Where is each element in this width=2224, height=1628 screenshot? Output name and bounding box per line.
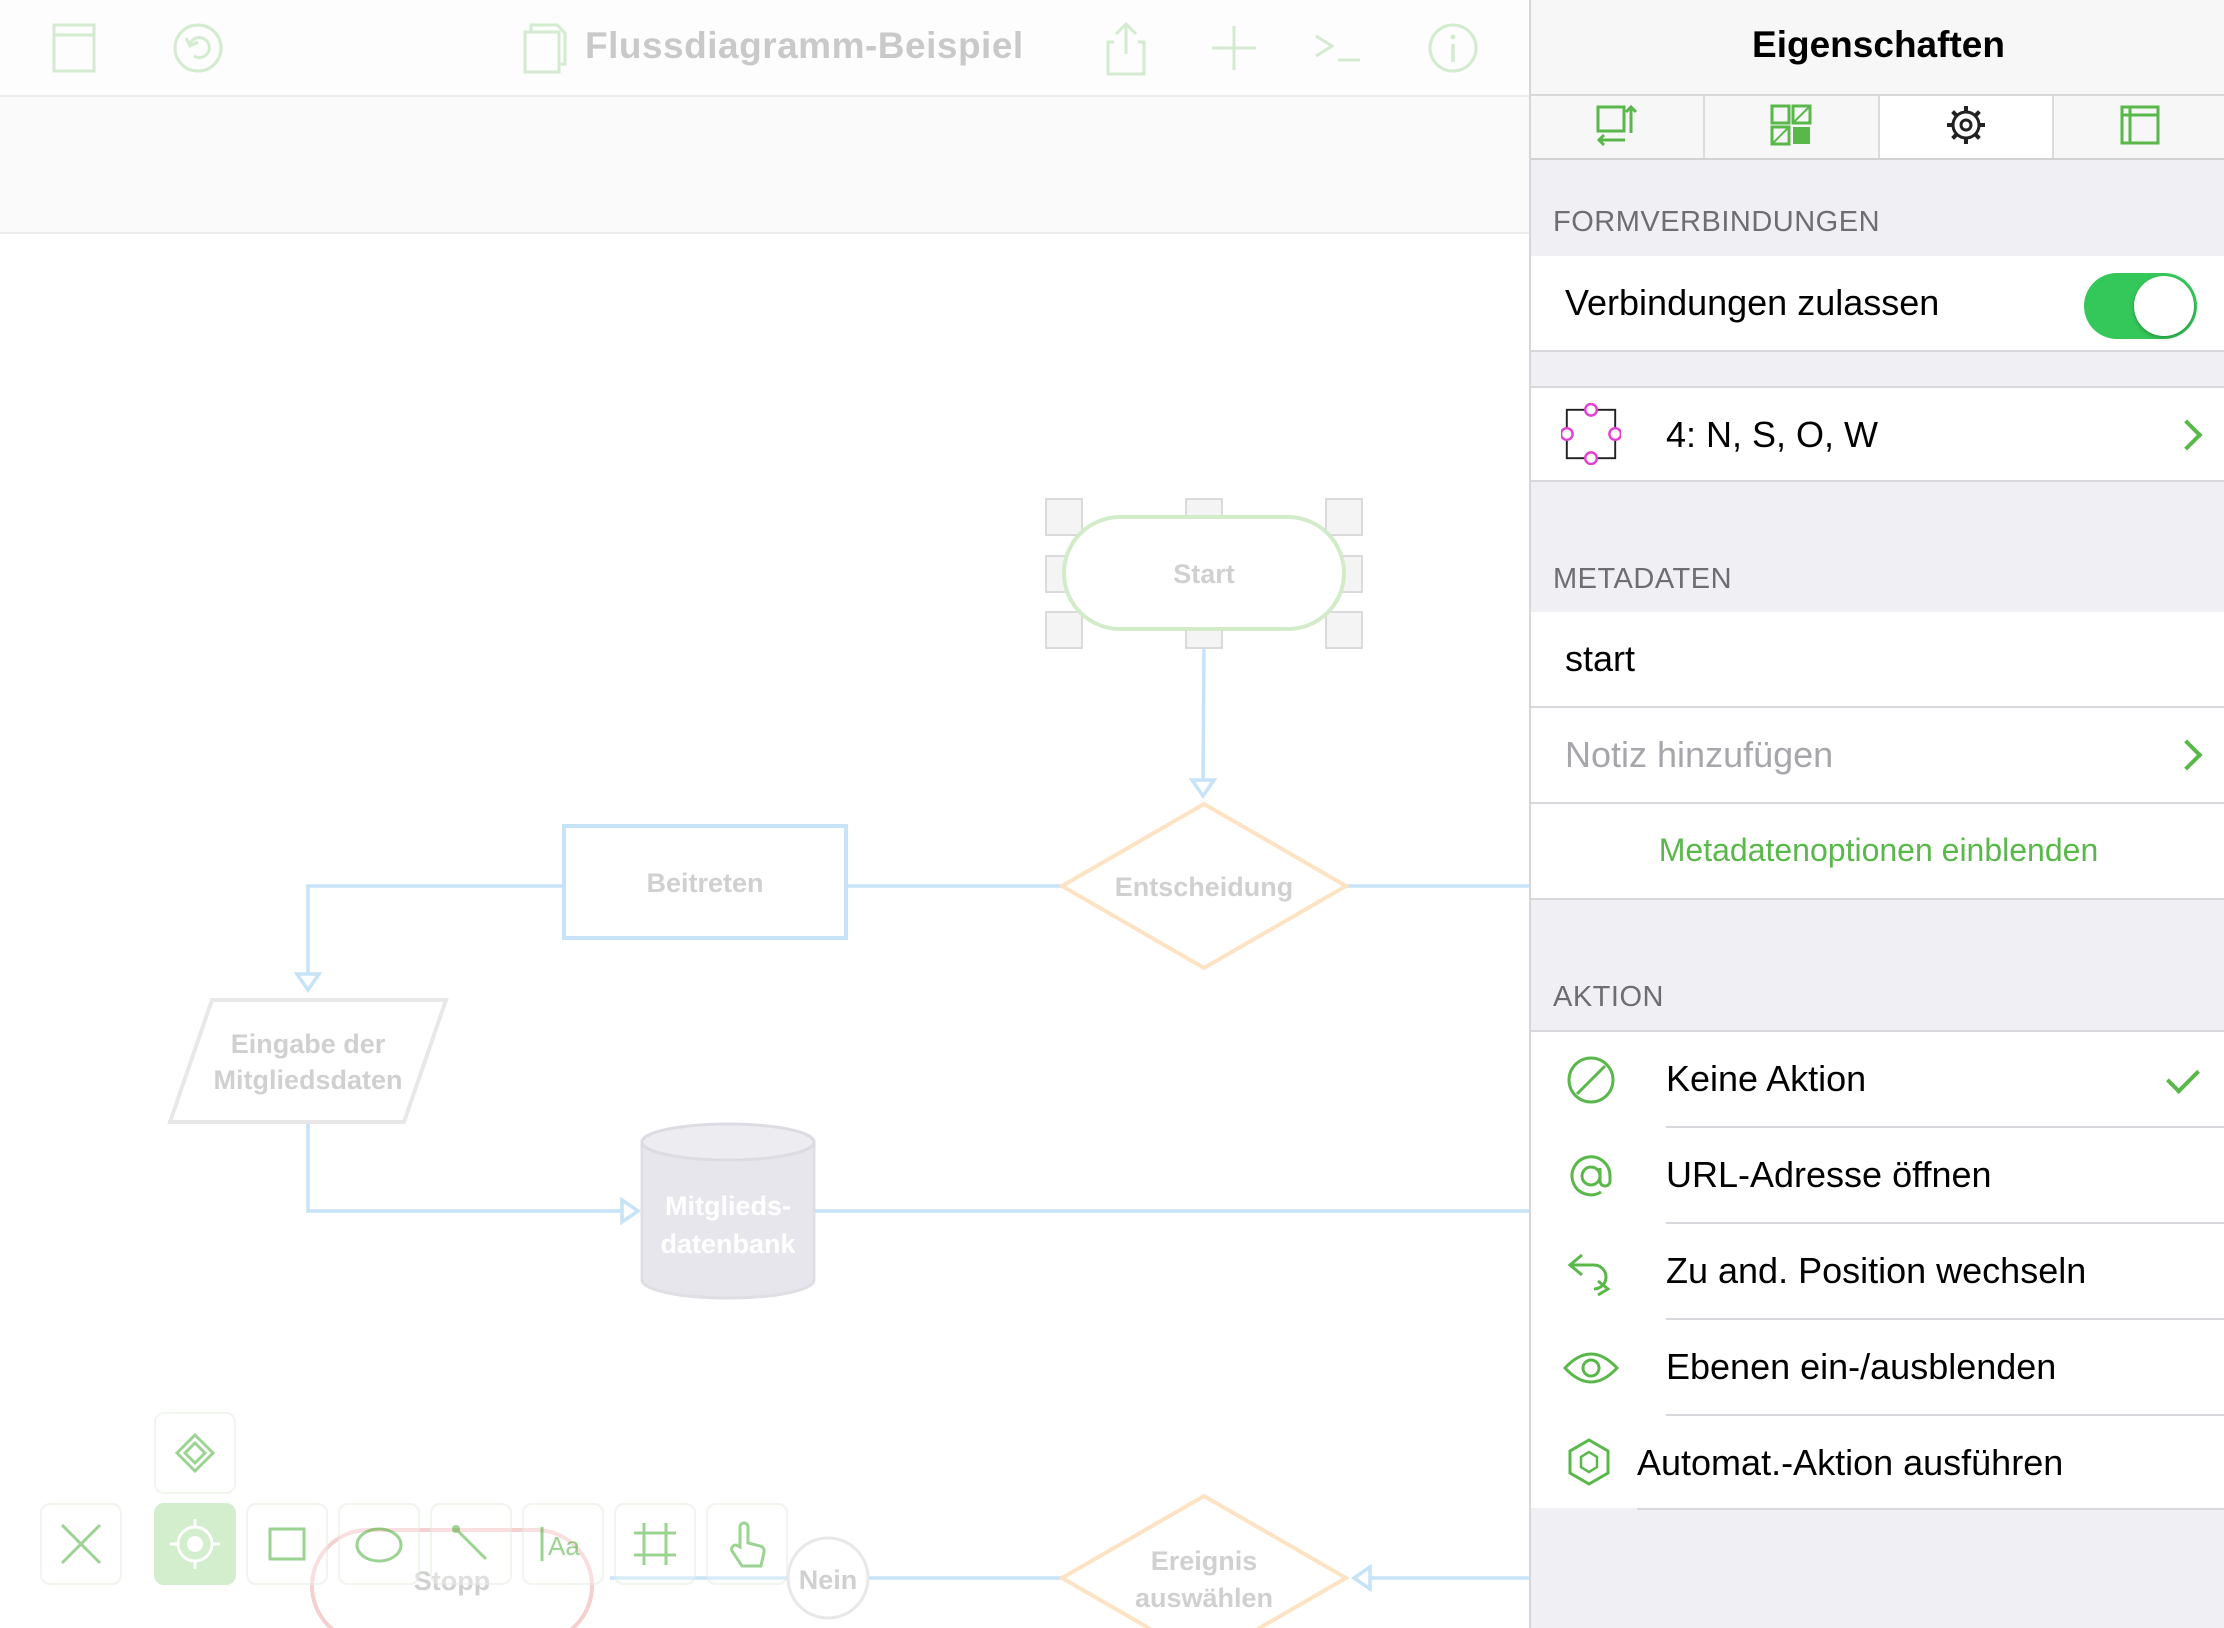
action-label: Automat.-Aktion ausführen <box>1637 1442 2064 1483</box>
document-title[interactable]: Flussdiagramm-Beispiel <box>585 25 1024 66</box>
document-toolbar: Flussdiagramm-Beispiel <box>0 0 1529 97</box>
separator <box>1666 1126 2224 1128</box>
line-tool-icon[interactable] <box>430 1503 512 1585</box>
chevron-right-icon <box>2171 739 2203 771</box>
separator <box>1531 802 2224 804</box>
action-item-jump[interactable]: Zu and. Position wechseln <box>1531 1224 2224 1320</box>
inspector-title: Eigenschaften <box>1752 24 2005 65</box>
share-icon[interactable] <box>1098 20 1154 76</box>
document-area: Flussdiagramm-Beispiel <box>0 0 1529 1628</box>
selection-tool-icon[interactable] <box>40 1503 122 1585</box>
arrange-icon <box>1595 103 1639 152</box>
sidebar-icon[interactable] <box>46 20 102 76</box>
automation-icon <box>1559 1432 1619 1492</box>
add-icon[interactable] <box>1206 20 1262 76</box>
connector-lines <box>293 644 1529 1593</box>
database-label-line2: datenbank <box>660 1229 796 1259</box>
document-icon[interactable] <box>515 20 571 76</box>
separator <box>1637 1508 2224 1510</box>
no-label: Nein <box>799 1565 858 1595</box>
separator <box>1531 706 2224 708</box>
diagram-tool-icon[interactable] <box>614 1503 696 1585</box>
properties-inspector: Eigenschaften FORMVERBINDUNGEN Verbindun… <box>1529 0 2224 1628</box>
undo-icon[interactable] <box>170 20 226 76</box>
canvas-icon <box>2119 104 2161 151</box>
action-item-automation[interactable]: Automat.-Aktion ausführen <box>1531 1416 2224 1510</box>
action-item-none[interactable]: Keine Aktion <box>1531 1032 2224 1128</box>
at-icon <box>1561 1146 1621 1206</box>
checkmark-icon <box>2166 1060 2200 1094</box>
action-label: Zu and. Position wechseln <box>1666 1250 2087 1291</box>
eye-icon <box>1561 1338 1621 1398</box>
svg-text:Aa: Aa <box>548 1531 580 1561</box>
database-label-line1: Mitglieds- <box>665 1191 791 1221</box>
action-label: Keine Aktion <box>1666 1058 1867 1099</box>
tab-properties[interactable] <box>1879 96 2054 158</box>
tab-canvas[interactable] <box>2054 96 2224 158</box>
database-shape[interactable]: Mitglieds- datenbank <box>640 1122 816 1300</box>
stop-shape[interactable]: Stopp <box>310 1528 594 1628</box>
magnets-row[interactable]: 4: N, S, O, W <box>1531 386 2224 482</box>
tab-arrange[interactable] <box>1531 96 1706 158</box>
action-list: Keine Aktion URL-Adresse öffnen Zu and. … <box>1531 1030 2224 1510</box>
stop-label: Stopp <box>414 1566 490 1596</box>
diagram-canvas[interactable]: Start Entscheidung Beitreten Eingabe der… <box>0 234 1529 1628</box>
connections-section-header: FORMVERBINDUNGEN <box>1553 206 1881 238</box>
no-action-icon <box>1561 1050 1621 1110</box>
inspector-tabs <box>1531 96 2224 160</box>
style-tool-icon[interactable] <box>154 1412 236 1494</box>
start-label: Start <box>1173 559 1235 589</box>
show-metadata-options-button[interactable]: Metadatenoptionen einblenden <box>1658 832 2099 868</box>
add-note-field[interactable]: Notiz hinzufügen <box>1565 734 1834 775</box>
gear-icon <box>1945 104 1987 151</box>
decision-shape[interactable]: Entscheidung <box>1058 801 1350 971</box>
allow-connections-label: Verbindungen zulassen <box>1565 282 1940 323</box>
action-item-layers[interactable]: Ebenen ein-/ausblenden <box>1531 1320 2224 1416</box>
fill-style-icon <box>1769 103 1813 152</box>
start-shape[interactable]: Start <box>1062 515 1346 631</box>
chevron-right-icon <box>2171 419 2203 451</box>
touch-tool-icon[interactable] <box>706 1503 788 1585</box>
tab-fill-style[interactable] <box>1705 96 1880 158</box>
input-label-line1: Eingabe der <box>231 1029 386 1059</box>
ellipse-tool-icon[interactable] <box>338 1503 420 1585</box>
point-editor-tool-icon[interactable] <box>154 1503 236 1585</box>
join-label: Beitreten <box>646 868 763 898</box>
input-label-line2: Mitgliedsdaten <box>213 1065 402 1095</box>
toggle-knob <box>2134 276 2194 336</box>
metadata-section-header: METADATEN <box>1553 563 1733 595</box>
allow-connections-toggle[interactable] <box>2084 273 2197 339</box>
magnets-icon <box>1561 403 1621 465</box>
select-event-shape[interactable]: Ereignis auswählen <box>1058 1493 1350 1628</box>
join-process-shape[interactable]: Beitreten <box>562 824 848 940</box>
action-label: Ebenen ein-/ausblenden <box>1666 1346 2057 1387</box>
action-label: URL-Adresse öffnen <box>1666 1154 1992 1195</box>
action-section-header: AKTION <box>1553 981 1664 1013</box>
terminal-icon[interactable] <box>1310 20 1366 76</box>
secondary-toolbar <box>0 97 1529 234</box>
separator <box>1531 898 2224 900</box>
jump-icon <box>1561 1242 1621 1302</box>
metadata-name-field[interactable]: start <box>1565 638 1636 679</box>
decision-label: Entscheidung <box>1115 872 1294 902</box>
separator <box>1666 1414 2224 1416</box>
no-connector-shape[interactable]: Nein <box>786 1536 870 1620</box>
action-item-open-url[interactable]: URL-Adresse öffnen <box>1531 1128 2224 1224</box>
text-tool-icon[interactable]: Aa <box>522 1503 604 1585</box>
input-data-shape[interactable]: Eingabe der Mitgliedsdaten <box>167 998 449 1124</box>
metadata-group: start Notiz hinzufügen Metadatenoptionen… <box>1531 612 2224 900</box>
inspector-header: Eigenschaften <box>1531 0 2224 96</box>
info-icon[interactable] <box>1425 20 1481 76</box>
separator <box>1666 1318 2224 1320</box>
separator <box>1666 1222 2224 1224</box>
rectangle-tool-icon[interactable] <box>246 1503 328 1585</box>
magnets-value: 4: N, S, O, W <box>1666 414 1879 455</box>
select-event-label-line1: Ereignis <box>1151 1546 1258 1576</box>
select-event-label-line2: auswählen <box>1135 1583 1273 1613</box>
